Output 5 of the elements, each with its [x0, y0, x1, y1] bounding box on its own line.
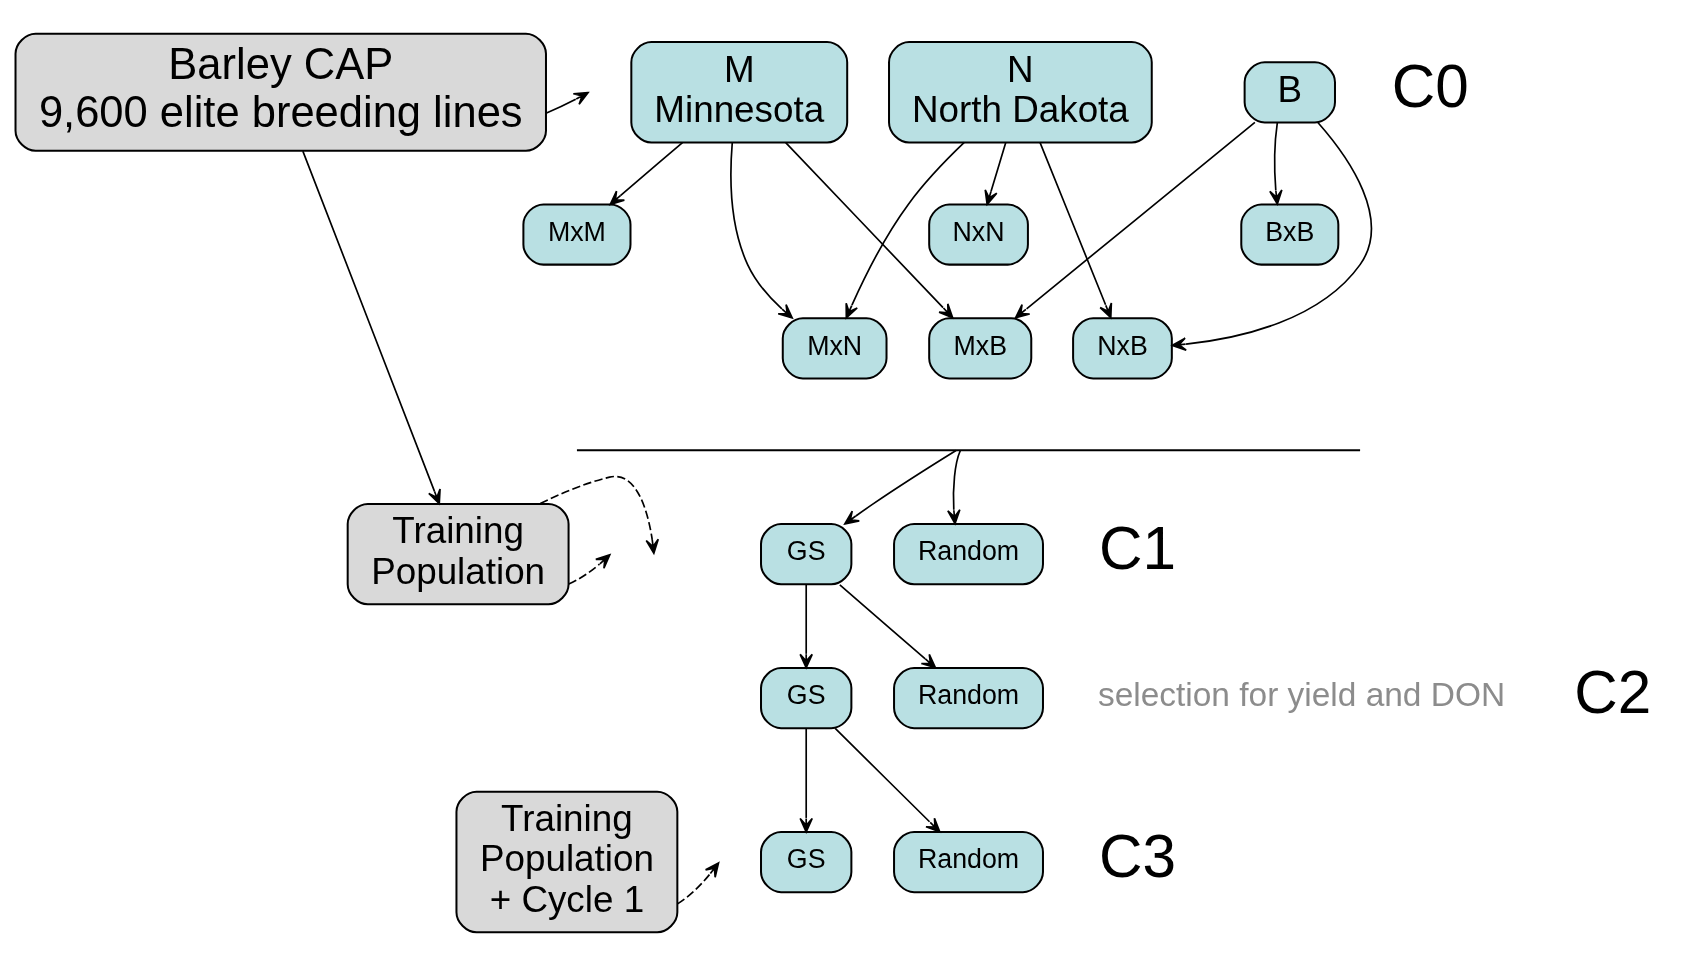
label: selection for yield and DON — [1097, 675, 1506, 713]
label: C3 — [1099, 821, 1177, 890]
label: C1 — [1099, 513, 1177, 582]
label: C0 — [1391, 51, 1469, 120]
label: C2 — [1574, 657, 1652, 726]
